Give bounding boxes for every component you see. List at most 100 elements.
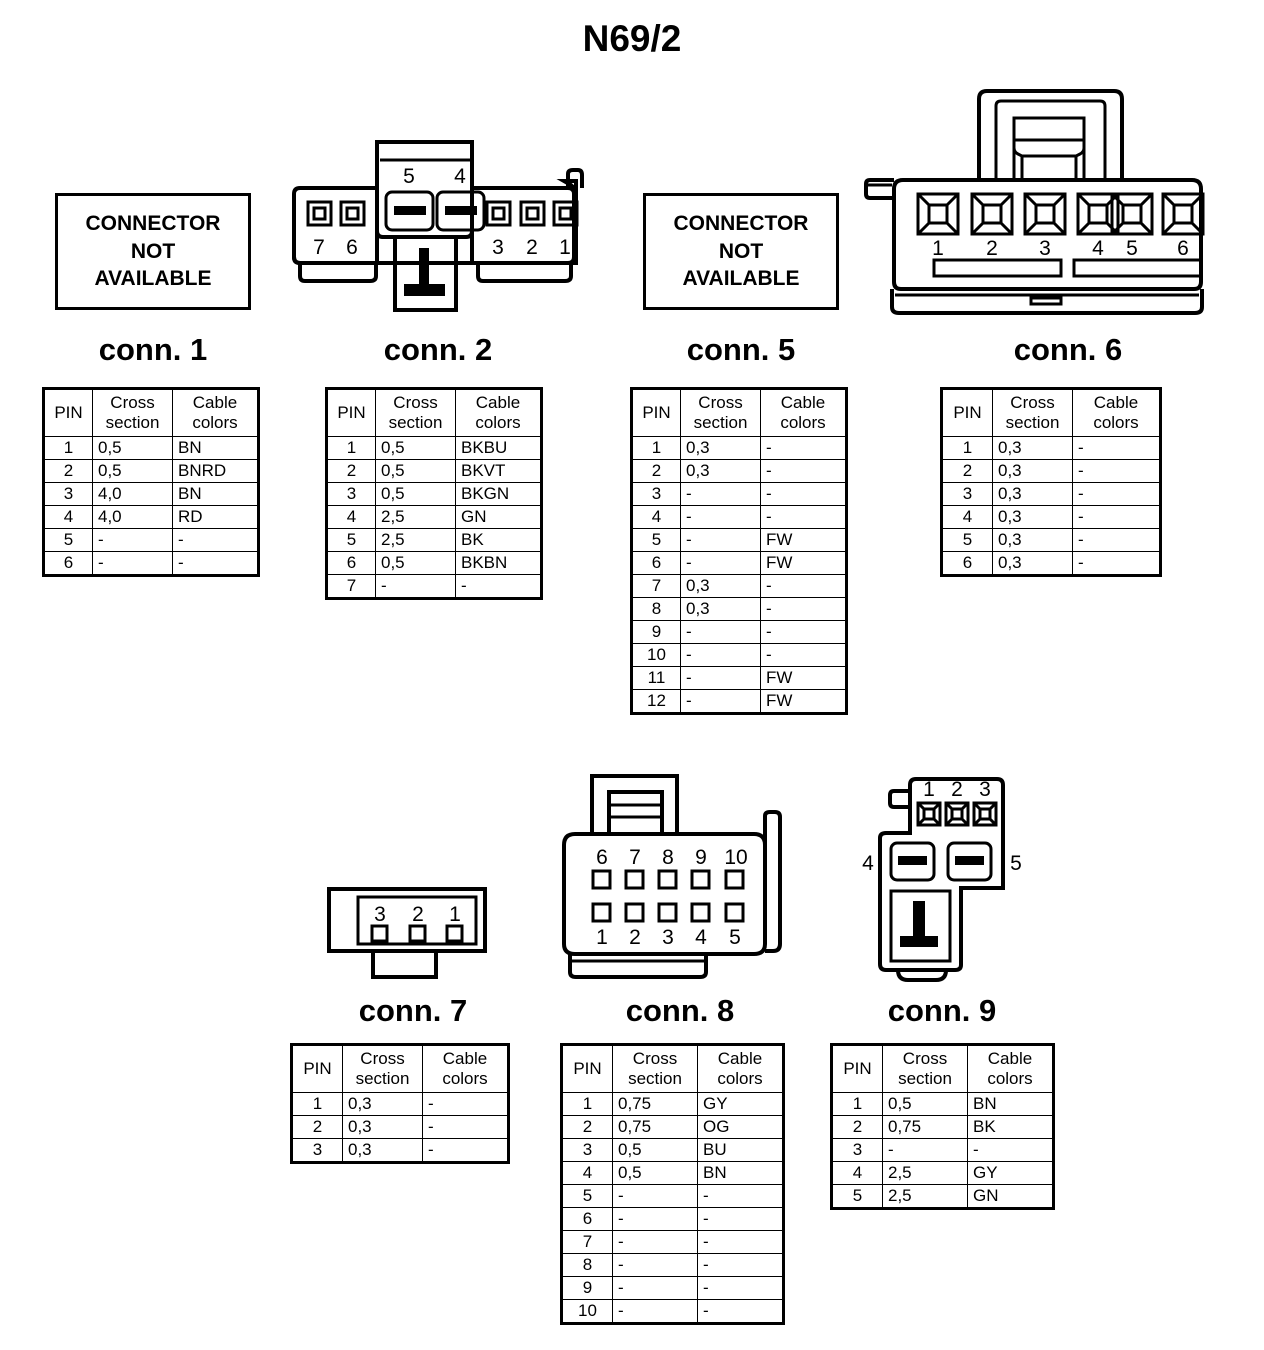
cell-cable-colors: -	[760, 505, 846, 529]
table-header-row: PIN Cross section Cable colors	[44, 389, 258, 437]
col-header-cross-section: Cross section	[92, 389, 173, 437]
cell-pin: 4	[44, 505, 93, 529]
pin-label-3: 3	[979, 778, 991, 801]
cell-cable-colors: BN	[697, 1161, 783, 1185]
pin-label-3: 3	[662, 926, 674, 949]
cell-pin: 6	[44, 551, 93, 575]
cell-cable-colors: BK	[967, 1115, 1053, 1139]
connector-graphic-conn8: 6 7 8 9 10 1 2 3 4 5	[558, 772, 794, 980]
col-header-cross-section: Cross section	[992, 389, 1073, 437]
cell-cross-section: 0,3	[992, 482, 1073, 506]
cell-cable-colors: -	[697, 1299, 783, 1323]
cell-cross-section: -	[882, 1138, 968, 1162]
pin-label-2: 2	[412, 903, 424, 926]
connector-caption-conn5: conn. 5	[686, 332, 796, 367]
cell-cable-colors: -	[1072, 551, 1160, 575]
cell-cross-section: -	[680, 551, 761, 575]
table-row: 9--	[562, 1276, 783, 1300]
cell-cross-section: 0,5	[612, 1161, 698, 1185]
cell-cross-section: -	[680, 666, 761, 690]
cell-pin: 2	[942, 459, 993, 483]
cell-cross-section: 0,75	[612, 1115, 698, 1139]
cell-cross-section: -	[680, 482, 761, 506]
connector-caption-conn2: conn. 2	[383, 332, 493, 367]
cell-cable-colors: -	[760, 643, 846, 667]
pin-label-9: 9	[695, 846, 707, 869]
cell-cable-colors: FW	[760, 551, 846, 575]
cell-cable-colors: -	[172, 528, 258, 552]
cell-pin: 6	[942, 551, 993, 575]
pin-label-2: 2	[951, 778, 963, 801]
cell-pin: 3	[832, 1138, 883, 1162]
cell-pin: 2	[44, 459, 93, 483]
cell-cable-colors: FW	[760, 528, 846, 552]
table-row: 5--	[44, 528, 258, 552]
table-row: 5--	[562, 1184, 783, 1208]
cell-cable-colors: -	[697, 1253, 783, 1277]
pin-label-1: 1	[559, 236, 571, 259]
cell-pin: 3	[327, 482, 376, 506]
pin-label-1: 1	[449, 903, 461, 926]
cell-cross-section: 0,3	[992, 528, 1073, 552]
cell-cross-section: -	[612, 1299, 698, 1323]
cell-cross-section: 0,5	[375, 436, 456, 460]
pin-label-5: 5	[1010, 852, 1022, 875]
cell-cable-colors: RD	[172, 505, 258, 529]
table-row: 5-FW	[632, 528, 846, 552]
pin-label-5: 5	[729, 926, 741, 949]
table-row: 6--	[562, 1207, 783, 1231]
col-header-cross-section: Cross section	[680, 389, 761, 437]
pin-label-6: 6	[1177, 237, 1189, 260]
table-row: 10--	[632, 643, 846, 667]
pin-label-1: 1	[932, 237, 944, 260]
cell-cross-section: 0,5	[882, 1092, 968, 1116]
cell-pin: 1	[44, 436, 93, 460]
cell-cable-colors: BN	[172, 482, 258, 506]
cell-cable-colors: -	[1072, 482, 1160, 506]
pin-label-1: 1	[596, 926, 608, 949]
cell-pin: 1	[562, 1092, 613, 1116]
table-row: 11-FW	[632, 666, 846, 690]
cell-cross-section: -	[612, 1230, 698, 1254]
cell-cross-section: 2,5	[882, 1161, 968, 1185]
connector-caption-conn8: conn. 8	[625, 993, 735, 1028]
cell-pin: 10	[562, 1299, 613, 1323]
pin-label-4: 4	[862, 852, 874, 875]
connector-graphic-conn9: 1 2 3 4 5	[858, 758, 1036, 988]
cell-cross-section: 0,5	[375, 459, 456, 483]
col-header-cable-colors: Cable colors	[760, 389, 846, 437]
cell-pin: 12	[632, 689, 681, 713]
pin-label-7: 7	[629, 846, 641, 869]
cell-cable-colors: GY	[967, 1161, 1053, 1185]
cell-pin: 6	[327, 551, 376, 575]
na-line-2: NOT	[130, 239, 176, 263]
connector-caption-conn9: conn. 9	[887, 993, 997, 1028]
col-header-pin: PIN	[327, 389, 376, 437]
col-header-cable-colors: Cable colors	[422, 1045, 508, 1093]
cell-pin: 3	[942, 482, 993, 506]
cell-cross-section: -	[680, 528, 761, 552]
cell-pin: 6	[562, 1207, 613, 1231]
cell-cross-section: -	[612, 1207, 698, 1231]
page-title: N69/2	[582, 18, 682, 59]
cell-pin: 4	[327, 505, 376, 529]
cell-cross-section: 0,75	[612, 1092, 698, 1116]
cell-pin: 5	[632, 528, 681, 552]
cell-pin: 7	[632, 574, 681, 598]
cell-pin: 5	[562, 1184, 613, 1208]
table-header-row: PIN Cross section Cable colors	[327, 389, 541, 437]
connector-not-available-box-conn1: CONNECTOR NOT AVAILABLE	[55, 193, 251, 310]
connector-not-available-box-conn5: CONNECTOR NOT AVAILABLE	[643, 193, 839, 310]
